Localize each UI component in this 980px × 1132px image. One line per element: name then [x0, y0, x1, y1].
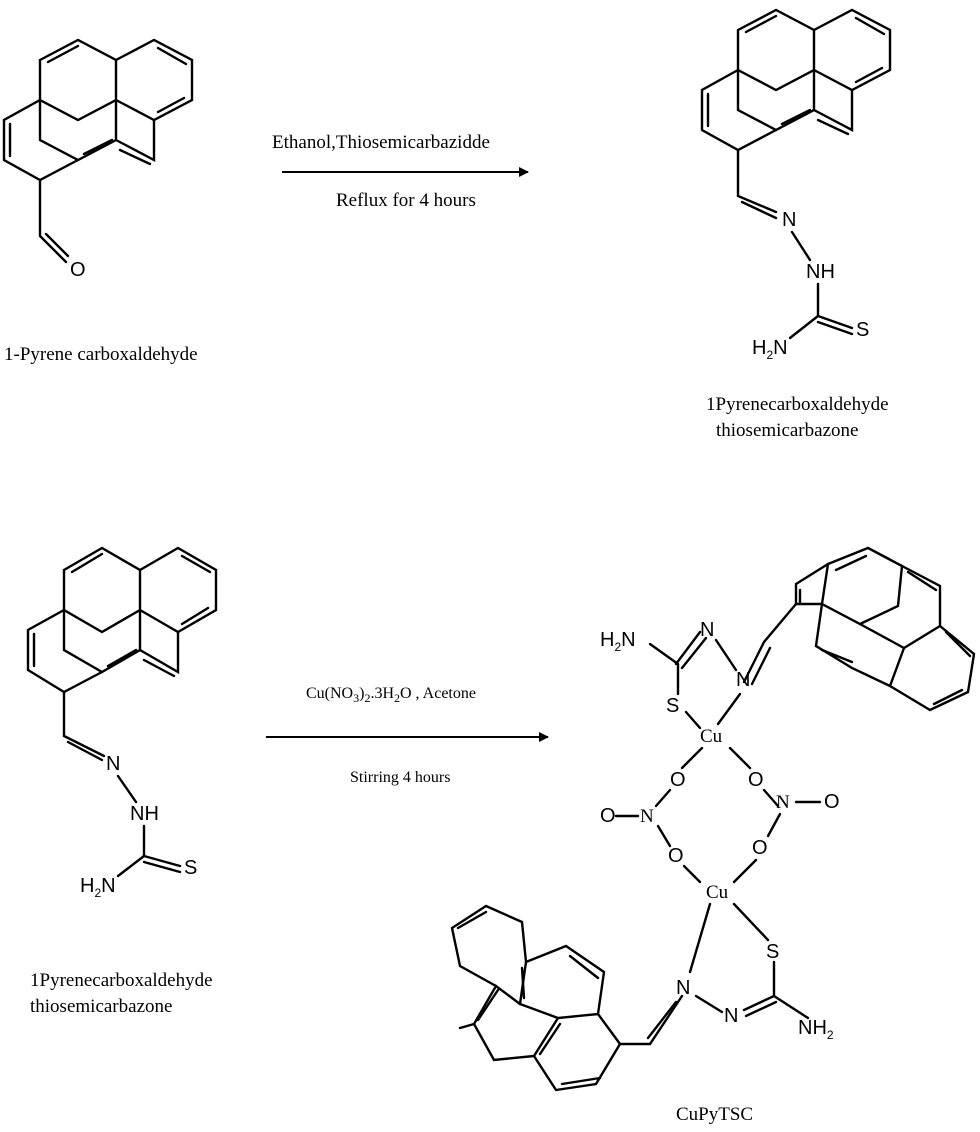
atom-label-O: O — [824, 791, 840, 813]
atom-label-NH: NH — [806, 261, 835, 283]
atom-label-N: N — [700, 619, 714, 641]
reactant-name: 1-Pyrene carboxaldehyde — [4, 344, 198, 365]
product2-name: CuPyTSC — [676, 1104, 753, 1125]
pyrene-carboxaldehyde-structure: O — [2, 38, 194, 281]
reactant2-name-line1: 1Pyrenecarboxaldehyde — [30, 970, 213, 991]
pyrene-ring-system — [2, 38, 194, 182]
product1-name-line1: 1Pyrenecarboxaldehyde — [706, 394, 889, 415]
atom-label-N: N — [776, 792, 790, 813]
atom-label-NH: NH — [130, 803, 159, 825]
atom-label-N: N — [106, 753, 120, 775]
atom-label-N: N — [724, 1005, 738, 1027]
reaction2-conditions-above: Cu(NO3)2.3H2O , Acetone — [306, 685, 476, 705]
atom-label-O: O — [70, 259, 86, 281]
cupytsc-structure: N N H2N S Cu O O N N O O O O Cu S N — [450, 546, 976, 1092]
atom-label-H2N: H2N — [600, 629, 636, 654]
atom-label-S: S — [184, 857, 197, 879]
pyrene-ring-system — [26, 546, 218, 694]
reaction1-conditions-below: Reflux for 4 hours — [336, 190, 476, 211]
atom-label-N: N — [736, 669, 750, 691]
atom-label-S: S — [666, 695, 679, 717]
atom-label-N: N — [676, 977, 690, 999]
thiosemicarbazone-reactant-structure: N NH S H2N — [26, 546, 218, 900]
atom-label-NH2: NH2 — [798, 1017, 834, 1042]
reaction2-conditions-below: Stirring 4 hours — [350, 769, 450, 786]
product1-name-line2: thiosemicarbazone — [716, 420, 858, 441]
pyrene-ring-system — [794, 546, 976, 712]
atom-label-Cu: Cu — [700, 726, 723, 747]
reaction1-conditions-above: Ethanol,Thiosemicarbazidde — [272, 132, 490, 153]
atom-label-S: S — [856, 319, 869, 341]
atom-label-H2N: H2N — [80, 875, 116, 900]
atom-label-H2N: H2N — [752, 337, 788, 362]
pyrene-ring-system — [450, 904, 622, 1092]
atom-label-Cu: Cu — [706, 882, 729, 903]
aldehyde-bond — [38, 178, 68, 264]
thiosemicarbazone-structure: N NH S H2N — [700, 8, 892, 362]
atom-label-O: O — [752, 837, 768, 859]
reactant2-name-line2: thiosemicarbazone — [30, 996, 172, 1017]
atom-label-N: N — [782, 209, 796, 231]
atom-label-O: O — [670, 769, 686, 791]
atom-label-S: S — [766, 941, 779, 963]
atom-label-O: O — [748, 769, 764, 791]
atom-label-O: O — [668, 845, 684, 867]
atom-label-O: O — [600, 805, 616, 827]
pyrene-ring-system — [700, 8, 892, 152]
atom-label-N: N — [640, 806, 654, 827]
